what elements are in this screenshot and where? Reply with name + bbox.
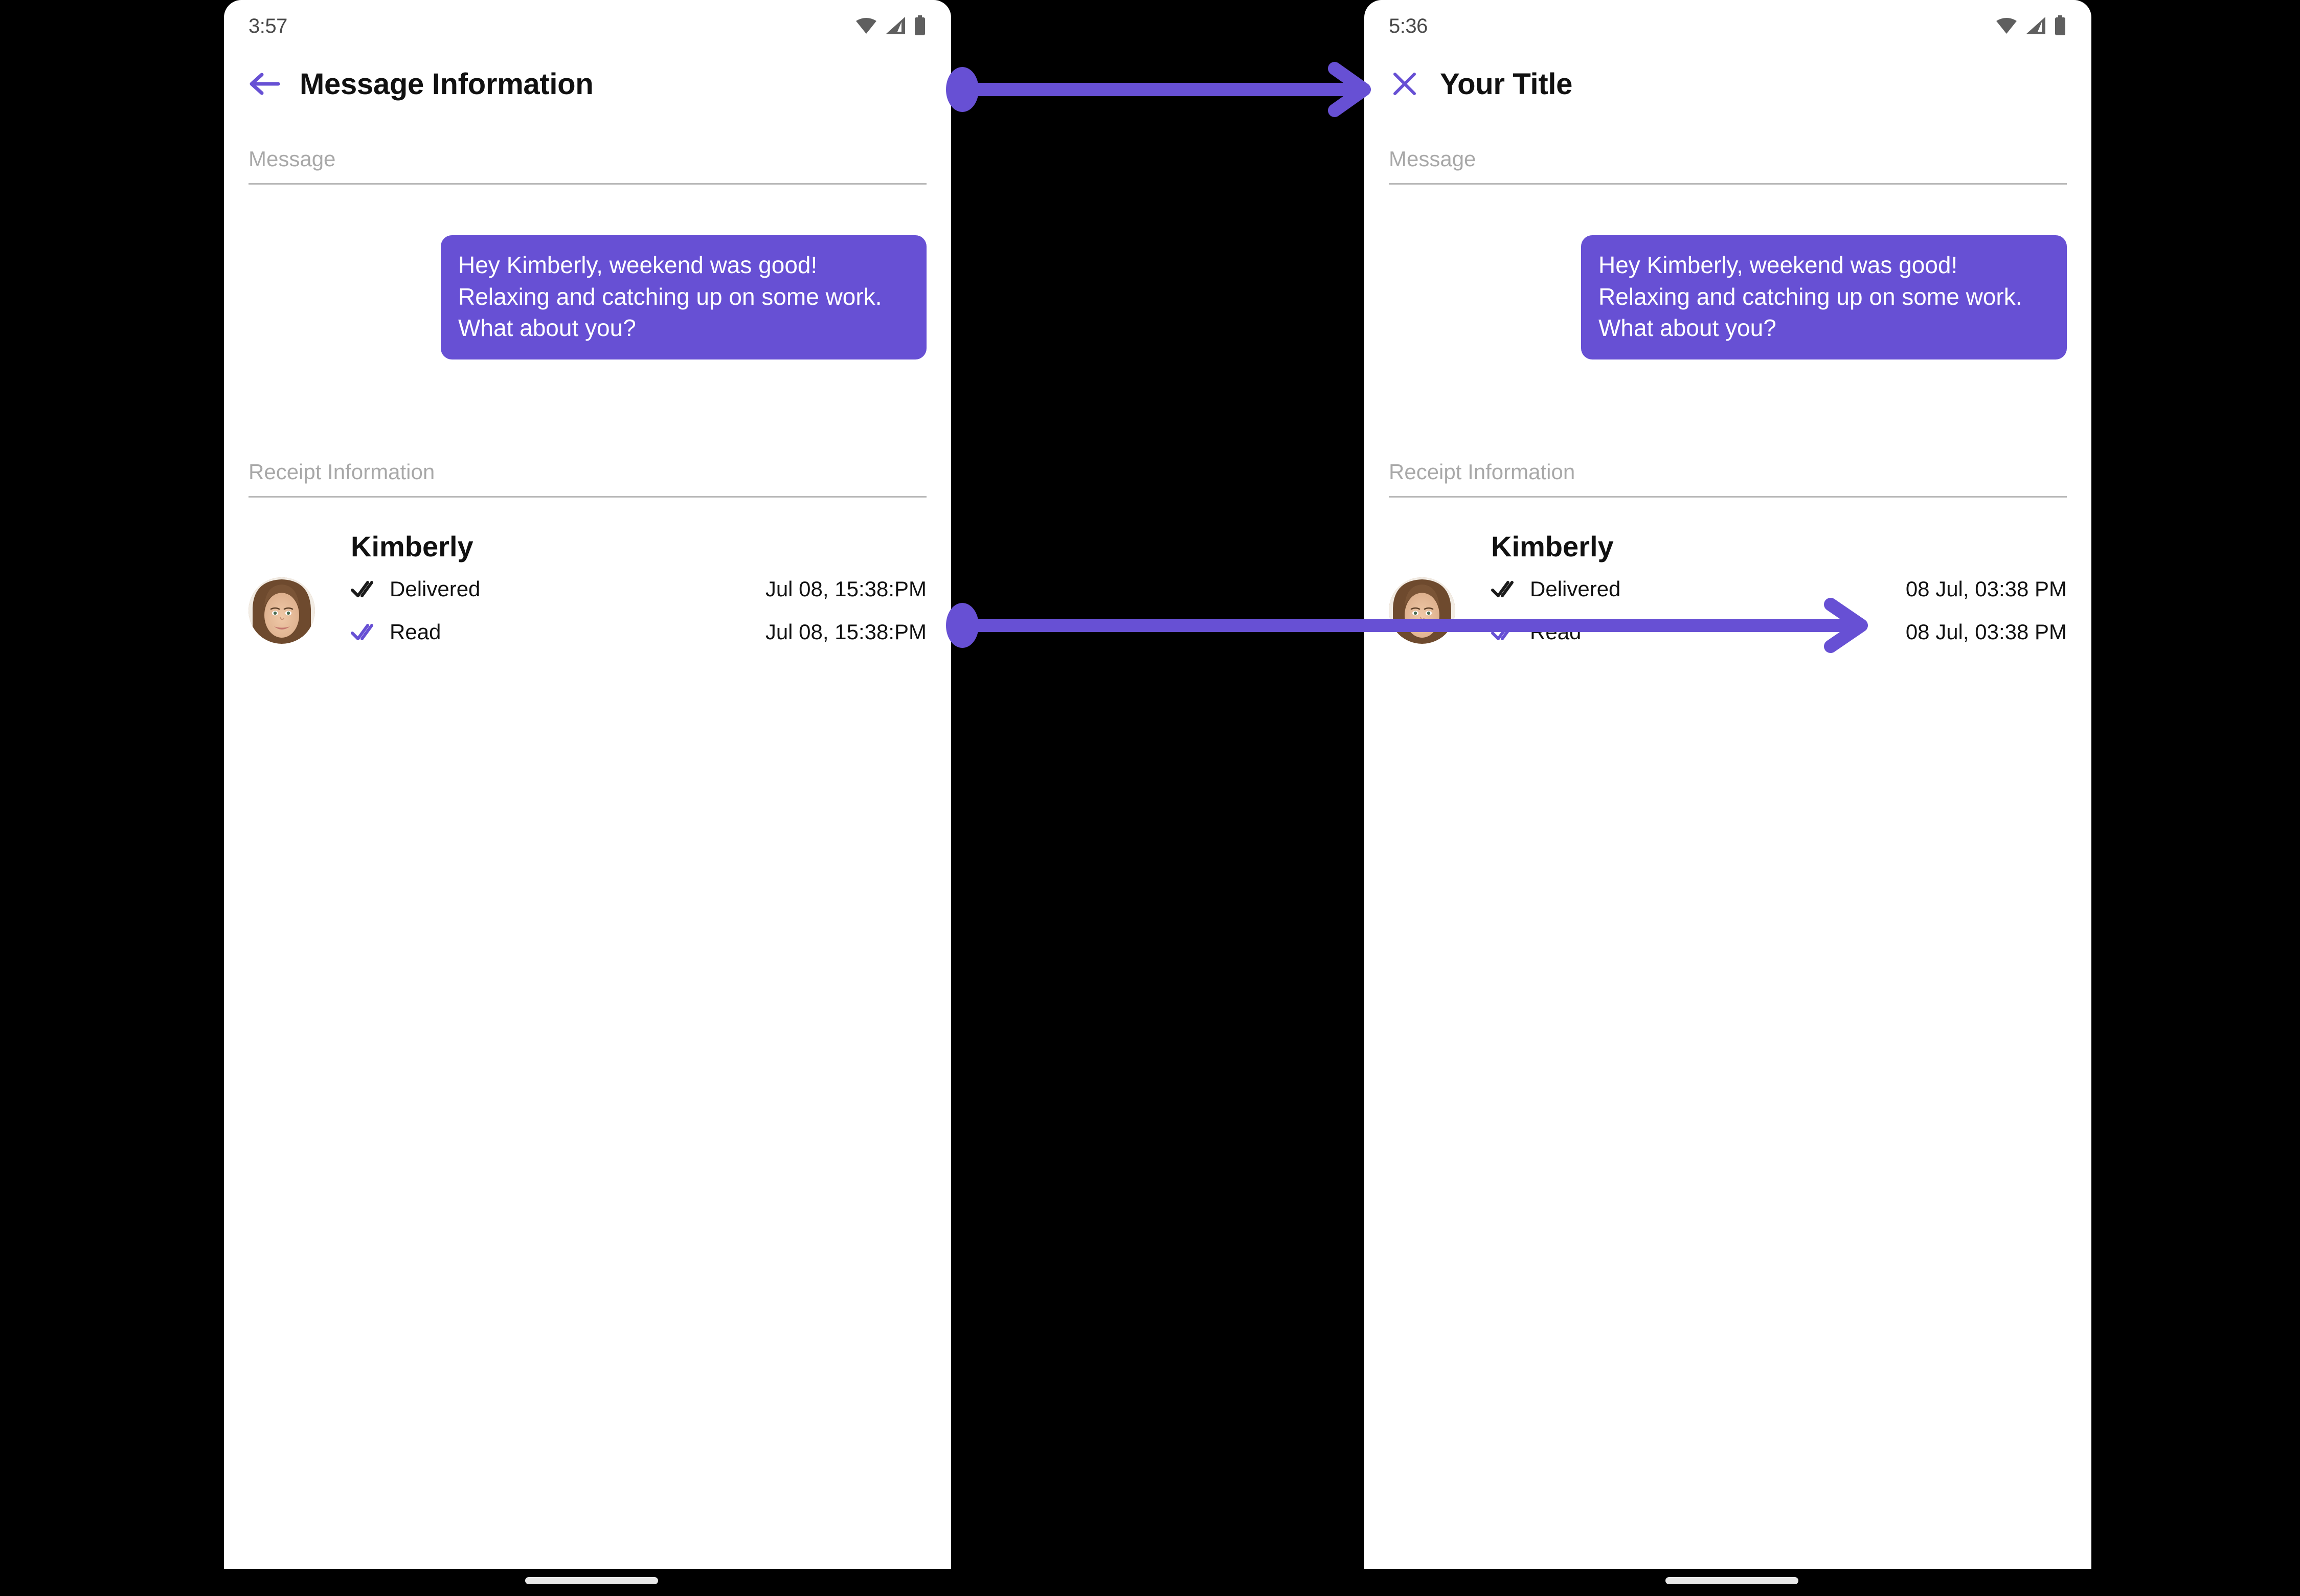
- message-section-label: Message: [249, 147, 336, 171]
- section-divider: [249, 183, 927, 185]
- status-icon-group: [855, 13, 927, 36]
- receipt-block: Kimberly: [1389, 531, 2067, 654]
- phone-panel-left: 3:57 Message Information Message Hey Kim…: [224, 0, 951, 1569]
- message-bubble: Hey Kimberly, weekend was good! Relaxing…: [1581, 235, 2067, 359]
- message-section-header: Message: [1389, 148, 2067, 185]
- double-check-icon: [351, 622, 377, 642]
- app-bar-left: Message Information: [224, 49, 951, 119]
- double-check-icon: [1491, 579, 1518, 599]
- receipt-row: Read 08 Jul, 03:38 PM: [1491, 611, 2067, 654]
- double-check-icon: [1491, 622, 1518, 642]
- double-check-icon: [351, 579, 377, 599]
- receipt-section-header: Receipt Information: [249, 461, 927, 498]
- message-bubble-row: Hey Kimberly, weekend was good! Relaxing…: [249, 235, 927, 359]
- close-x-icon[interactable]: [1374, 54, 1435, 114]
- receipt-timestamp: Jul 08, 15:38:PM: [765, 576, 927, 601]
- section-divider: [1389, 183, 2067, 185]
- receipt-rows: Delivered Jul 08, 15:38:PM Read Jul 08, …: [351, 568, 927, 654]
- message-section-header: Message: [249, 148, 927, 185]
- receipt-timestamp: Jul 08, 15:38:PM: [765, 619, 927, 644]
- status-icon-group: [1995, 13, 2067, 36]
- receipt-section-header: Receipt Information: [1389, 461, 2067, 498]
- battery-icon: [913, 15, 927, 36]
- receipt-timestamp: 08 Jul, 03:38 PM: [1905, 619, 2067, 644]
- wifi-icon: [855, 17, 877, 34]
- back-arrow-icon[interactable]: [234, 54, 295, 114]
- annotation-arrow-icon: [946, 61, 1386, 118]
- phone-panel-right: 5:36 Your Title Message Hey Kimberly, we…: [1364, 0, 2091, 1569]
- status-time: 5:36: [1389, 15, 1428, 37]
- section-divider: [249, 496, 927, 498]
- receipt-body: Delivered Jul 08, 15:38:PM Read Jul 08, …: [249, 568, 927, 654]
- message-bubble-row: Hey Kimberly, weekend was good! Relaxing…: [1389, 235, 2067, 359]
- receipt-status-label: Delivered: [390, 576, 481, 601]
- contact-name: Kimberly: [1491, 530, 1614, 563]
- app-bar-right: Your Title: [1364, 49, 2091, 119]
- receipt-block: Kimberly: [249, 531, 927, 654]
- battery-icon: [2054, 15, 2067, 36]
- avatar: [1389, 577, 1455, 644]
- receipt-body: Delivered 08 Jul, 03:38 PM Read 08 Jul, …: [1389, 568, 2067, 654]
- gesture-bar-right[interactable]: [1665, 1577, 1798, 1584]
- receipt-status-label: Read: [1530, 619, 1582, 644]
- page-title: Message Information: [300, 67, 594, 101]
- receipt-row: Delivered 08 Jul, 03:38 PM: [1491, 568, 2067, 611]
- receipt-section-label: Receipt Information: [249, 460, 435, 484]
- signal-icon: [2025, 16, 2046, 35]
- receipt-timestamp: 08 Jul, 03:38 PM: [1905, 576, 2067, 601]
- receipt-section-label: Receipt Information: [1389, 460, 1575, 484]
- receipt-row: Delivered Jul 08, 15:38:PM: [351, 568, 927, 611]
- receipt-rows: Delivered 08 Jul, 03:38 PM Read 08 Jul, …: [1491, 568, 2067, 654]
- section-divider: [1389, 496, 2067, 498]
- status-bar-right: 5:36: [1364, 0, 2091, 49]
- page-title: Your Title: [1440, 67, 1573, 101]
- avatar: [249, 577, 315, 644]
- receipt-row: Read Jul 08, 15:38:PM: [351, 611, 927, 654]
- status-time: 3:57: [249, 15, 287, 37]
- status-bar-left: 3:57: [224, 0, 951, 49]
- receipt-status-label: Delivered: [1530, 576, 1621, 601]
- receipt-status-label: Read: [390, 619, 441, 644]
- gesture-bar-left[interactable]: [525, 1577, 658, 1584]
- message-bubble: Hey Kimberly, weekend was good! Relaxing…: [441, 235, 927, 359]
- contact-name: Kimberly: [351, 530, 473, 563]
- message-section-label: Message: [1389, 147, 1476, 171]
- signal-icon: [885, 16, 906, 35]
- wifi-icon: [1995, 17, 2018, 34]
